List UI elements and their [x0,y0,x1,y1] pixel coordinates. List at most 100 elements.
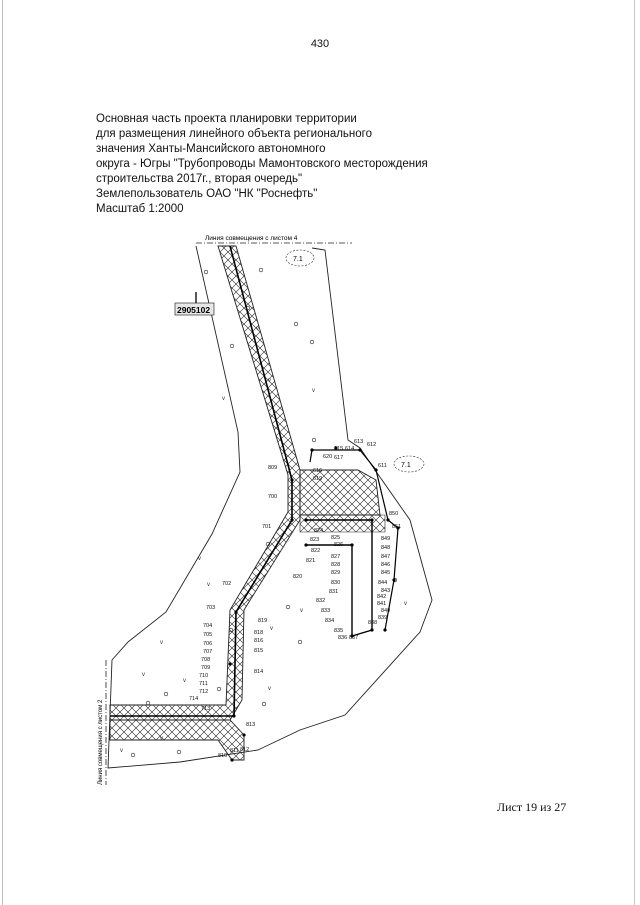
point-label: 848 [381,545,390,551]
point-label: 840 [381,608,390,614]
point-label: 838 [368,620,377,626]
point-label: 843 [381,588,390,594]
point-label: 832 [316,598,325,604]
point-label: 712 [199,689,208,695]
svg-text:v: v [160,640,163,646]
point-label: 824 [314,528,323,534]
point-label: 823 [310,537,319,543]
hatched-pad-area [299,469,381,516]
point-label: 825 [331,535,340,541]
point-label: 830 [331,580,340,586]
scan-edge-left [2,0,3,905]
point-label: 811 [230,748,239,754]
svg-text:v: v [183,678,186,684]
point-label: 842 [377,594,386,600]
point-label: 612 [367,442,376,448]
point-label: 829 [331,570,340,576]
territory-boundary [107,245,433,769]
point-label: 814 [254,669,263,675]
header-line: для размещения линейного объекта региона… [96,128,372,140]
point-label: 841 [377,601,386,607]
point-label: 706 [203,641,212,647]
point-label: 714 [189,696,198,702]
parcel-code: 2905102 [177,305,210,315]
point-label: 704 [203,623,212,629]
pipeline-allotment-contour [110,245,293,717]
inner-pad-contour [306,519,373,637]
svg-text:v: v [404,601,407,607]
zone-circle [393,455,425,473]
svg-text:v: v [256,326,259,332]
point-label: 818 [254,630,263,636]
page-number: 430 [310,38,330,50]
point-label: 705 [203,632,212,638]
point-label: 847 [381,554,390,560]
header-line: округа - Югры "Трубопроводы Мамонтовског… [96,158,428,170]
point-label: 617 [334,455,343,461]
point-label: 616 [313,468,322,474]
point-label: 819 [258,618,267,624]
point-label: 815 [254,648,263,654]
point-label: 827 [331,554,340,560]
svg-text:v: v [222,396,225,402]
point-label: 812 [240,747,249,753]
point-label: 833 [321,608,330,614]
zone-label: 7.1 [401,462,411,469]
svg-text:v: v [270,626,273,632]
svg-text:v: v [198,556,201,562]
point-label: 826 [334,542,343,548]
hatched-pad-edge [299,514,386,533]
point-label: 615 [334,446,343,452]
hatched-lower-band [109,719,245,761]
svg-text:v: v [142,672,145,678]
point-labels: 613 612 615 614 620 617 616 619 611 809 … [189,439,401,759]
point-label: 820 [293,574,302,580]
point-label: 702 [222,581,231,587]
point-label: 809 [268,465,277,471]
svg-text:v: v [300,608,303,614]
svg-text:v: v [207,582,210,588]
sheet-number: Лист 19 из 27 [497,800,567,814]
point-label: 708 [201,657,210,663]
point-label: 620 [323,454,332,460]
zone-circle [285,249,315,267]
point-label: 700 [268,494,277,500]
pad-wedge-contour [309,449,399,631]
svg-text:v: v [312,388,315,394]
point-label: 821 [306,558,315,564]
svg-text:v: v [120,748,123,754]
point-label: 839 [378,615,387,621]
boundary-vertices [228,446,400,762]
point-label: 822 [311,548,320,554]
point-label: 828 [331,562,340,568]
header-line: Основная часть проекта планировки террит… [96,113,357,125]
svg-text:v: v [268,686,271,692]
point-label: 703 [206,605,215,611]
point-label: 611 [378,463,387,469]
point-label: 813 [246,722,255,728]
survey-marks [130,267,398,758]
point-label: 851 [392,524,401,530]
point-label: 844 [378,580,387,586]
point-label: 709 [201,665,210,671]
header-line: строительства 2017г., вторая очередь" [96,173,303,185]
match-line-left-label: Линия совмещения с листом 2 [98,699,104,785]
point-label: 850 [389,511,398,517]
point-label: 846 [381,562,390,568]
svg-text:v: v [160,736,163,742]
point-label: 837 [349,635,358,641]
header-line: Землепользователь ОАО "НК "Роснефть" [96,188,318,200]
point-label: 834 [325,618,334,624]
point-label: 831 [329,589,338,595]
point-label: 835 [334,628,343,634]
document-header: Основная часть проекта планировки террит… [96,112,496,217]
point-label: 849 [381,536,390,542]
vegetation-marks: vvv vvv vvv vvv vvv [120,326,407,754]
scan-edge-right [634,0,635,905]
point-label: 845 [381,570,390,576]
header-line: Масштаб 1:2000 [96,203,184,215]
point-label: 816 [254,638,263,644]
point-label: 836 [338,635,347,641]
parcel-code-box [174,302,215,316]
